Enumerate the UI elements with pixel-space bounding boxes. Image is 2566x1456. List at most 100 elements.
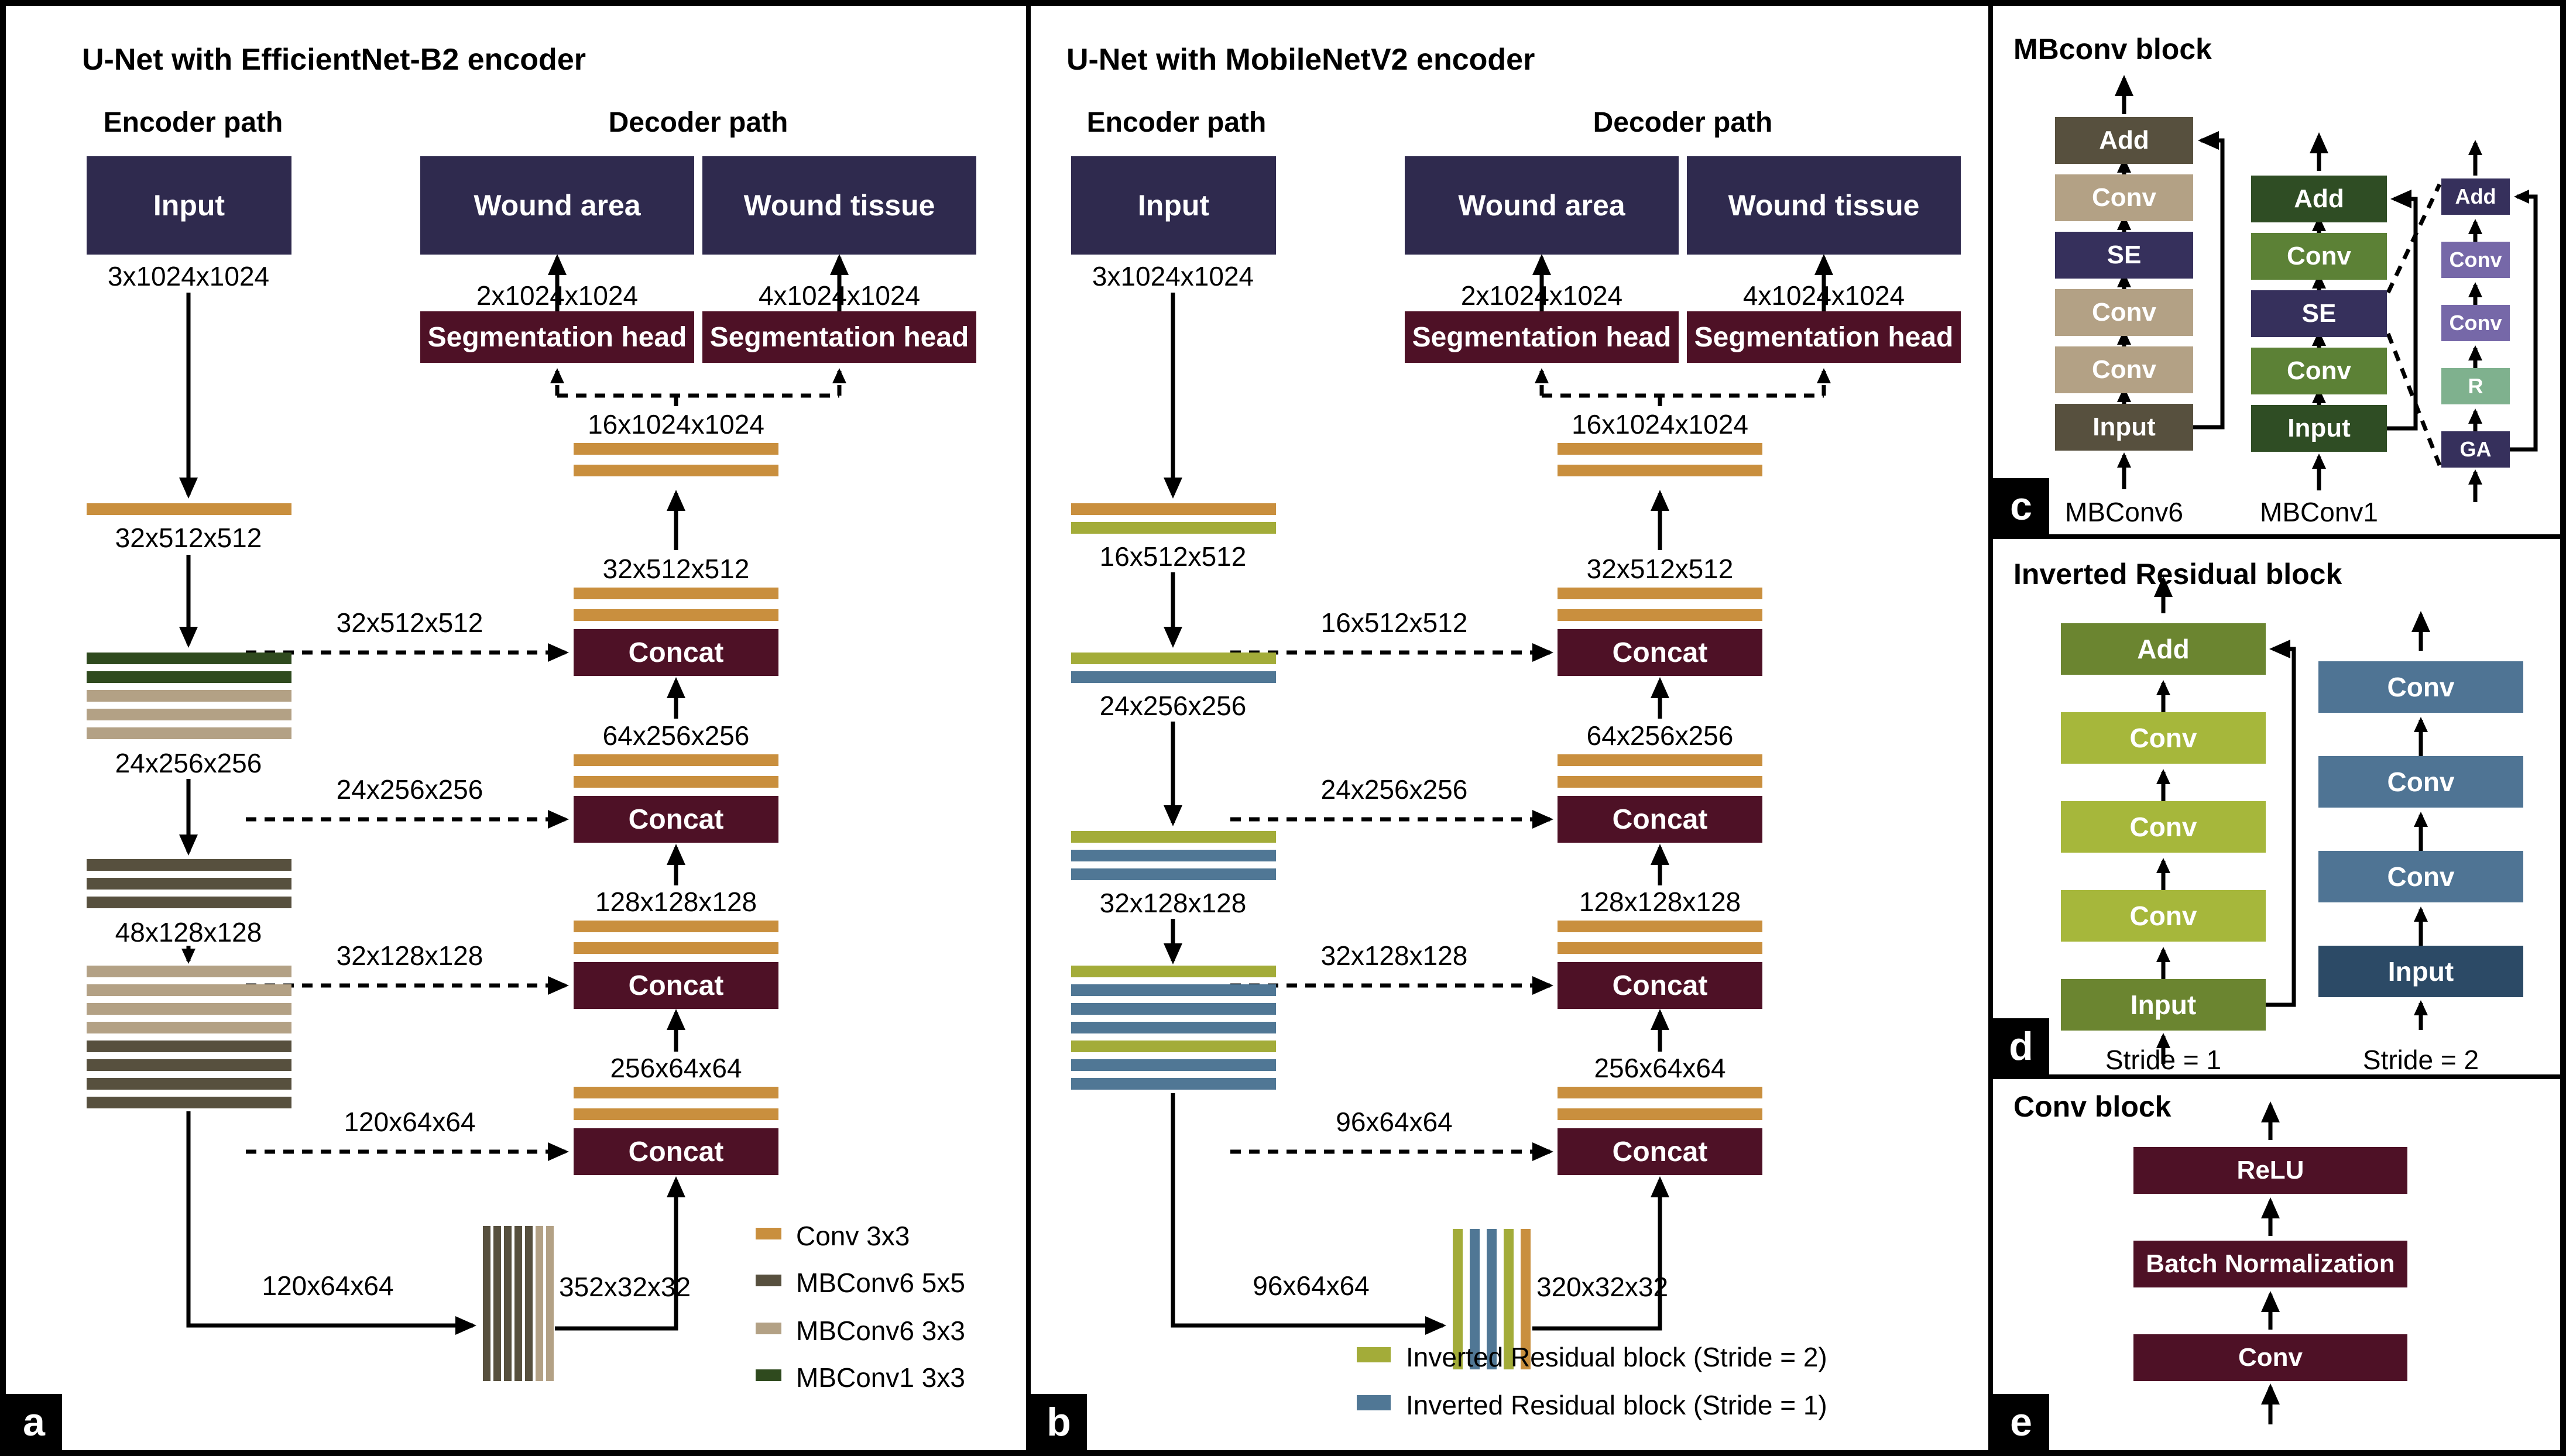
block-bar-mbconv1_3x3 [87,653,291,664]
bottleneck-blocks-a [483,1226,554,1381]
irb-s2-conv-box: Conv [2318,661,2523,713]
block-bar-irb_stride1 [1071,1078,1276,1090]
block-bar-mbconv6_5x5 [87,878,291,890]
conv-bar [1558,609,1762,621]
panel-letter-d: d [1993,1018,2049,1074]
encoder-path-header-b: Encoder path [1086,107,1267,138]
decoder-level-b-3: 64x256x256 Concat [1558,722,1762,843]
wound-tissue-dim-b: 4x1024x1024 [1742,280,1905,311]
relu-box: ReLU [2133,1147,2407,1194]
legend-swatch-mbconv6-3x3 [756,1323,781,1334]
encoder-stage-a-4 [87,966,291,1108]
encoder-stage-b-3 [1071,831,1276,880]
block-bar-irb_stride2 [1071,653,1276,664]
concat-box-a-2: Concat [574,629,778,676]
divider-d-e [1993,1074,2560,1079]
skip-label-b-2: 24x256x256 [1320,774,1468,805]
block-bar-irb_stride2 [1453,1229,1463,1369]
encoder-stage-a-3 [87,859,291,908]
mbconv6-se-box: SE [2055,232,2193,279]
legend-swatch-conv3x3 [756,1228,781,1239]
panel-a-title: U-Net with EfficientNet-B2 encoder [82,43,586,77]
decoder-dim-a-3: 64x256x256 [602,720,750,751]
irb-s2-input-box: Input [2318,946,2523,997]
block-bar-irb_stride1 [1071,1059,1276,1071]
conv-bar [574,754,778,766]
concat-box-b-2: Concat [1558,629,1762,676]
block-bar-mbconv6_5x5 [493,1226,501,1381]
block-bar-irb_stride2 [1071,966,1276,977]
batch-normalization-box: Batch Normalization [2133,1241,2407,1287]
decoder-dim-a-5: 256x64x64 [610,1053,742,1083]
bottleneck-blocks-b [1453,1229,1531,1369]
legend-label: MBConv6 5x5 [796,1268,965,1298]
encoder-stage-b-4 [1071,966,1276,1090]
conv-bar [574,609,778,621]
stride1-caption: Stride = 1 [2105,1045,2222,1075]
mbconv1-add-box: Add [2251,176,2387,222]
block-bar-mbconv6_3x3 [87,1003,291,1015]
segmentation-head-a-2: Segmentation head [702,311,976,363]
decoder-level-b-4: 128x128x128 Concat [1558,887,1762,1009]
divider-a-b [1026,6,1031,1450]
encoder-path-header-a: Encoder path [103,107,283,138]
conv-bar [574,443,778,455]
conv-bar [1558,1087,1762,1098]
decoder-level-b-2: 32x512x512 Concat [1558,555,1762,676]
block-bar-mbconv6_3x3 [87,709,291,720]
skip-label-a-2: 24x256x256 [336,774,483,805]
encoder-stage-dim-a-2: 24x256x256 [115,748,262,778]
input-dim-a: 3x1024x1024 [107,261,270,291]
block-bar-mbconv6_5x5 [87,1078,291,1090]
decoder-level-a-3: 64x256x256 Concat [574,720,778,843]
concat-box-b-3: Concat [1558,796,1762,843]
block-bar-mbconv6_3x3 [87,690,291,702]
conv-bar [574,942,778,954]
decoder-dim-b-4: 128x128x128 [1579,887,1741,917]
block-bar-mbconv6_3x3 [536,1226,543,1381]
input-dim-b: 3x1024x1024 [1092,261,1254,291]
block-bar-irb_stride2 [1071,522,1276,534]
wound-area-box-b: Wound area [1405,156,1679,255]
block-bar-irb_stride1 [1487,1229,1497,1369]
panel-e-title: Conv block [2013,1090,2172,1123]
legend-swatch-mbconv1-3x3 [756,1369,781,1381]
decoder-level-a-2: 32x512x512 Concat [574,554,778,676]
encoder-stage-dim-b-1: 16x512x512 [1099,541,1247,572]
block-bar-mbconv6_5x5 [504,1226,512,1381]
decoder-level-a-1: 16x1024x1024 [574,411,778,485]
encoder-stage-dim-b-2: 24x256x256 [1099,691,1247,721]
block-bar-mbconv6_5x5 [87,897,291,908]
wound-tissue-box-a: Wound tissue [702,156,976,255]
conv-bar [1558,942,1762,954]
block-bar-conv3x3 [87,503,291,515]
skip-label-a-3: 32x128x128 [336,940,483,971]
stride2-caption: Stride = 2 [2362,1045,2479,1075]
mbconv6-add-box: Add [2055,117,2193,164]
legend-label: Inverted Residual block (Stride = 1) [1406,1390,1827,1420]
decoder-dim-b-1: 16x1024x1024 [1572,409,1748,439]
legend-label: Inverted Residual block (Stride = 2) [1406,1342,1827,1372]
block-bar-mbconv6_5x5 [87,1097,291,1108]
mbconv1-se-box: SE [2251,290,2387,337]
skip-label-b-4: 96x64x64 [1336,1107,1453,1137]
conv-bar [574,1087,778,1098]
decoder-dim-a-2: 32x512x512 [602,554,750,584]
block-bar-mbconv1_3x3 [87,671,291,683]
legend-label: Conv 3x3 [796,1221,910,1251]
irb-s2-conv-box: Conv [2318,756,2523,808]
panel-letter-c: c [1993,478,2049,534]
legend-label: MBConv6 3x3 [796,1316,965,1346]
concat-box-b-4: Concat [1558,962,1762,1009]
irb-s2-conv-box: Conv [2318,851,2523,902]
block-bar-mbconv6_5x5 [525,1226,533,1381]
block-bar-mbconv6_3x3 [546,1226,554,1381]
se-detail-conv-box: Conv [2441,242,2510,278]
mbconv6-input-box: Input [2055,404,2193,451]
wound-area-box-a: Wound area [420,156,694,255]
encoder-stage-b-1 [1071,503,1276,534]
block-bar-mbconv6_5x5 [87,859,291,871]
decoder-dim-a-1: 16x1024x1024 [588,409,764,439]
block-bar-mbconv6_3x3 [87,727,291,739]
